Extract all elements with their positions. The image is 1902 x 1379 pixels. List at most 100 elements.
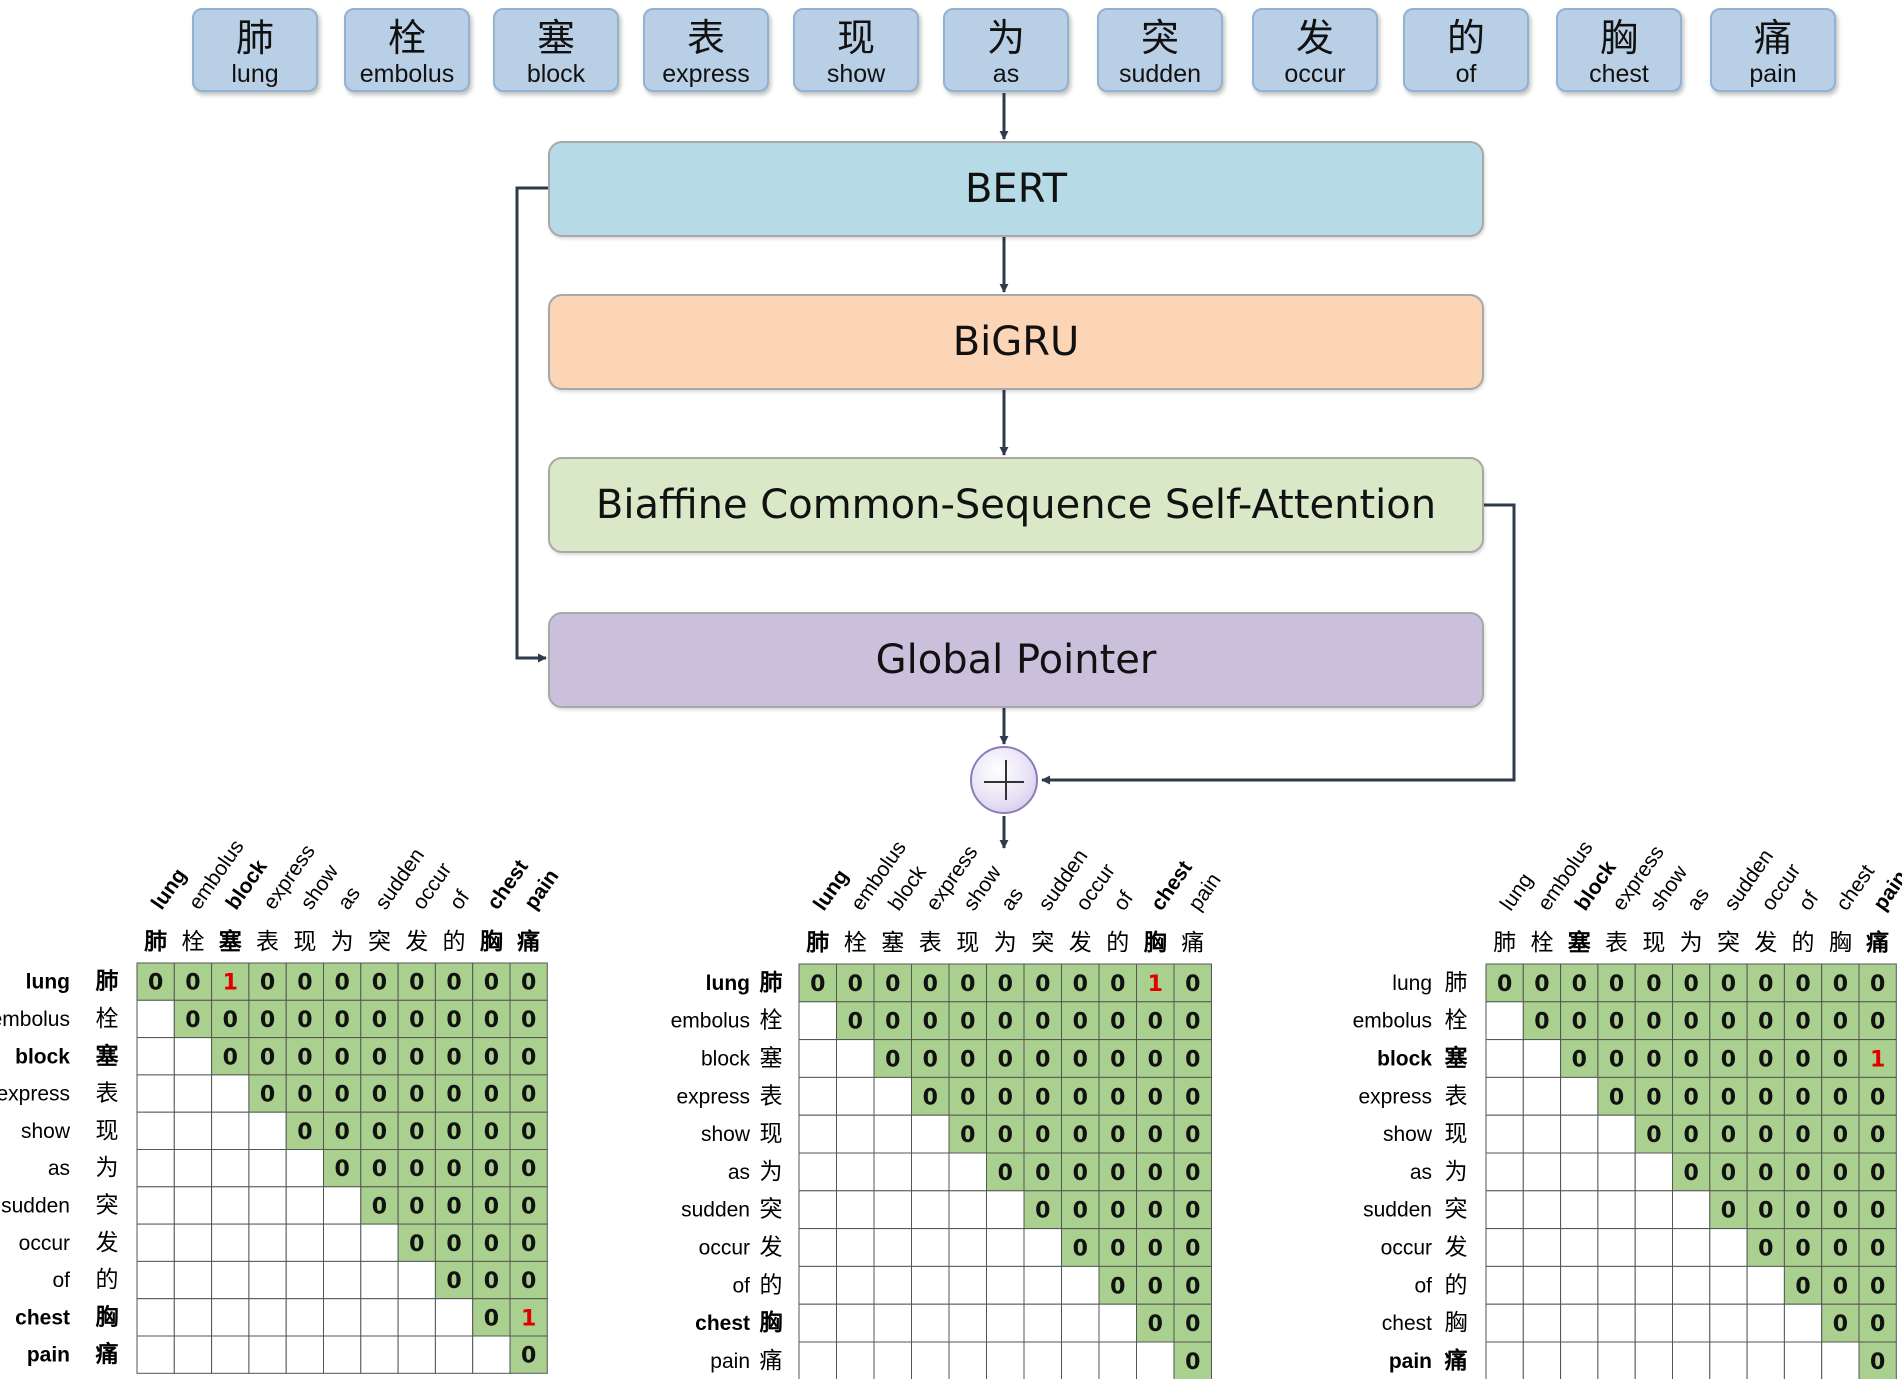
matrix-cell (911, 1303, 950, 1343)
row-label-chinese: 表 (1445, 1083, 1468, 1109)
matrix-cell (1098, 1341, 1137, 1379)
bert-layer: BERT (548, 141, 1484, 237)
column-label-chinese: 胸 (480, 928, 503, 955)
matrix-cell (1858, 1341, 1897, 1379)
matrix-cell (434, 1111, 474, 1150)
matrix-cell-value: 0 (521, 1120, 536, 1145)
matrix-cell (1098, 1152, 1137, 1192)
column-label-chinese: 痛 (517, 928, 540, 955)
token-chinese: 痛 (1753, 16, 1792, 60)
row-label-english: block (15, 1045, 70, 1068)
matrix-cell-value: 0 (1185, 1350, 1200, 1375)
matrix-cell-value-positive: 1 (521, 1306, 536, 1331)
matrix-cell (285, 962, 325, 1001)
matrix-cell (1061, 963, 1100, 1003)
matrix-cell (1485, 1190, 1524, 1230)
matrix-cell-value: 0 (334, 1083, 349, 1108)
matrix-cell-value: 0 (484, 1232, 499, 1257)
token-english: chest (1589, 60, 1649, 88)
matrix-cell (1023, 1265, 1062, 1305)
matrix-cell (360, 1223, 399, 1262)
matrix-cell (1821, 1341, 1860, 1379)
matrix-cell-value: 0 (297, 1120, 312, 1145)
matrix-cell-value: 0 (1148, 1312, 1163, 1337)
column-label-chinese: 突 (1031, 930, 1054, 956)
matrix-cell (211, 1186, 250, 1225)
matrix-cell (1672, 1076, 1711, 1116)
matrix-cell-value: 0 (185, 1008, 200, 1033)
matrix-cell (1522, 1152, 1562, 1192)
token-english: pain (1749, 60, 1797, 88)
matrix-cell (1560, 1114, 1599, 1154)
matrix-cell (211, 1335, 250, 1374)
matrix-cell (136, 1260, 175, 1300)
matrix-cell (248, 1260, 287, 1300)
token-english: occur (1284, 60, 1346, 88)
matrix-cell-value: 0 (1683, 1048, 1698, 1073)
matrix-cell (1597, 963, 1636, 1003)
row-label-english: lung (1392, 972, 1432, 995)
matrix-cell-value: 0 (1758, 1048, 1773, 1073)
matrix-cell (509, 1223, 548, 1262)
matrix-cell-value: 0 (998, 1048, 1013, 1073)
matrix-cell-value: 0 (1185, 1199, 1200, 1224)
matrix-cell (1061, 1341, 1100, 1379)
token-english: show (826, 60, 886, 88)
matrix-cell (1597, 1228, 1636, 1267)
matrix-cell (248, 1186, 287, 1225)
matrix-cell (1746, 1190, 1785, 1230)
matrix-cell (1821, 1228, 1860, 1267)
column-label-chinese: 胸 (1829, 930, 1852, 956)
column-label-english: of (1794, 887, 1823, 915)
matrix-cell (1023, 1341, 1062, 1379)
matrix-cell (1061, 1039, 1100, 1078)
matrix-cell (1560, 1265, 1599, 1305)
matrix-cell (948, 1341, 987, 1379)
token-box: 发 occur (1252, 8, 1378, 92)
token-english: of (1455, 60, 1477, 88)
column-label-chinese: 塞 (881, 930, 904, 956)
matrix-cell (248, 1149, 287, 1188)
row-label-chinese: 肺 (96, 969, 119, 995)
row-label-english: pain (710, 1350, 750, 1373)
matrix-cell (1023, 1228, 1062, 1267)
matrix-cell (1597, 1039, 1636, 1078)
matrix-cell (1485, 963, 1524, 1003)
matrix-cell-value: 0 (1185, 1085, 1200, 1110)
element-wise-sum-icon (970, 746, 1038, 814)
matrix-cell (1485, 1265, 1524, 1305)
matrix-cell-value: 0 (998, 1123, 1013, 1148)
matrix-cell-value: 0 (446, 1157, 461, 1182)
matrix-cell-value: 0 (1833, 1010, 1848, 1035)
matrix-cell (1858, 1039, 1897, 1078)
matrix-cell-value: 0 (1683, 1161, 1698, 1186)
matrix-cell (1672, 1228, 1711, 1267)
matrix-cell-value-positive: 1 (223, 971, 238, 996)
matrix-cell-value-positive: 1 (1148, 972, 1163, 997)
matrix-cell (1522, 1076, 1562, 1116)
matrix-cell (1709, 1039, 1748, 1078)
matrix-cell-value: 0 (1646, 1123, 1661, 1148)
matrix-cell (472, 999, 511, 1039)
token-box: 痛 pain (1710, 8, 1836, 92)
matrix-cell (1560, 1001, 1599, 1041)
matrix-cell-value: 0 (1833, 1085, 1848, 1110)
matrix-cell-value: 0 (372, 1157, 387, 1182)
token-box: 胸 chest (1556, 8, 1682, 92)
matrix-cell (136, 1149, 175, 1188)
matrix-cell-value: 0 (1609, 1048, 1624, 1073)
matrix-cell-value: 0 (409, 1083, 424, 1108)
row-label-chinese: 肺 (1445, 970, 1468, 996)
matrix-cell (173, 1335, 213, 1374)
matrix-cell (1485, 1303, 1524, 1343)
matrix-cell (911, 1341, 950, 1379)
matrix-cell-value: 0 (297, 1083, 312, 1108)
row-label-chinese: 发 (96, 1230, 119, 1256)
matrix-cell (1821, 1190, 1860, 1230)
matrix-cell-value: 0 (960, 1010, 975, 1035)
matrix-cell-value: 0 (1073, 1085, 1088, 1110)
row-label-chinese: 突 (96, 1192, 119, 1218)
matrix-cell-value: 0 (372, 1045, 387, 1070)
row-label-english: occur (19, 1232, 70, 1255)
matrix-cell (1485, 1076, 1524, 1116)
